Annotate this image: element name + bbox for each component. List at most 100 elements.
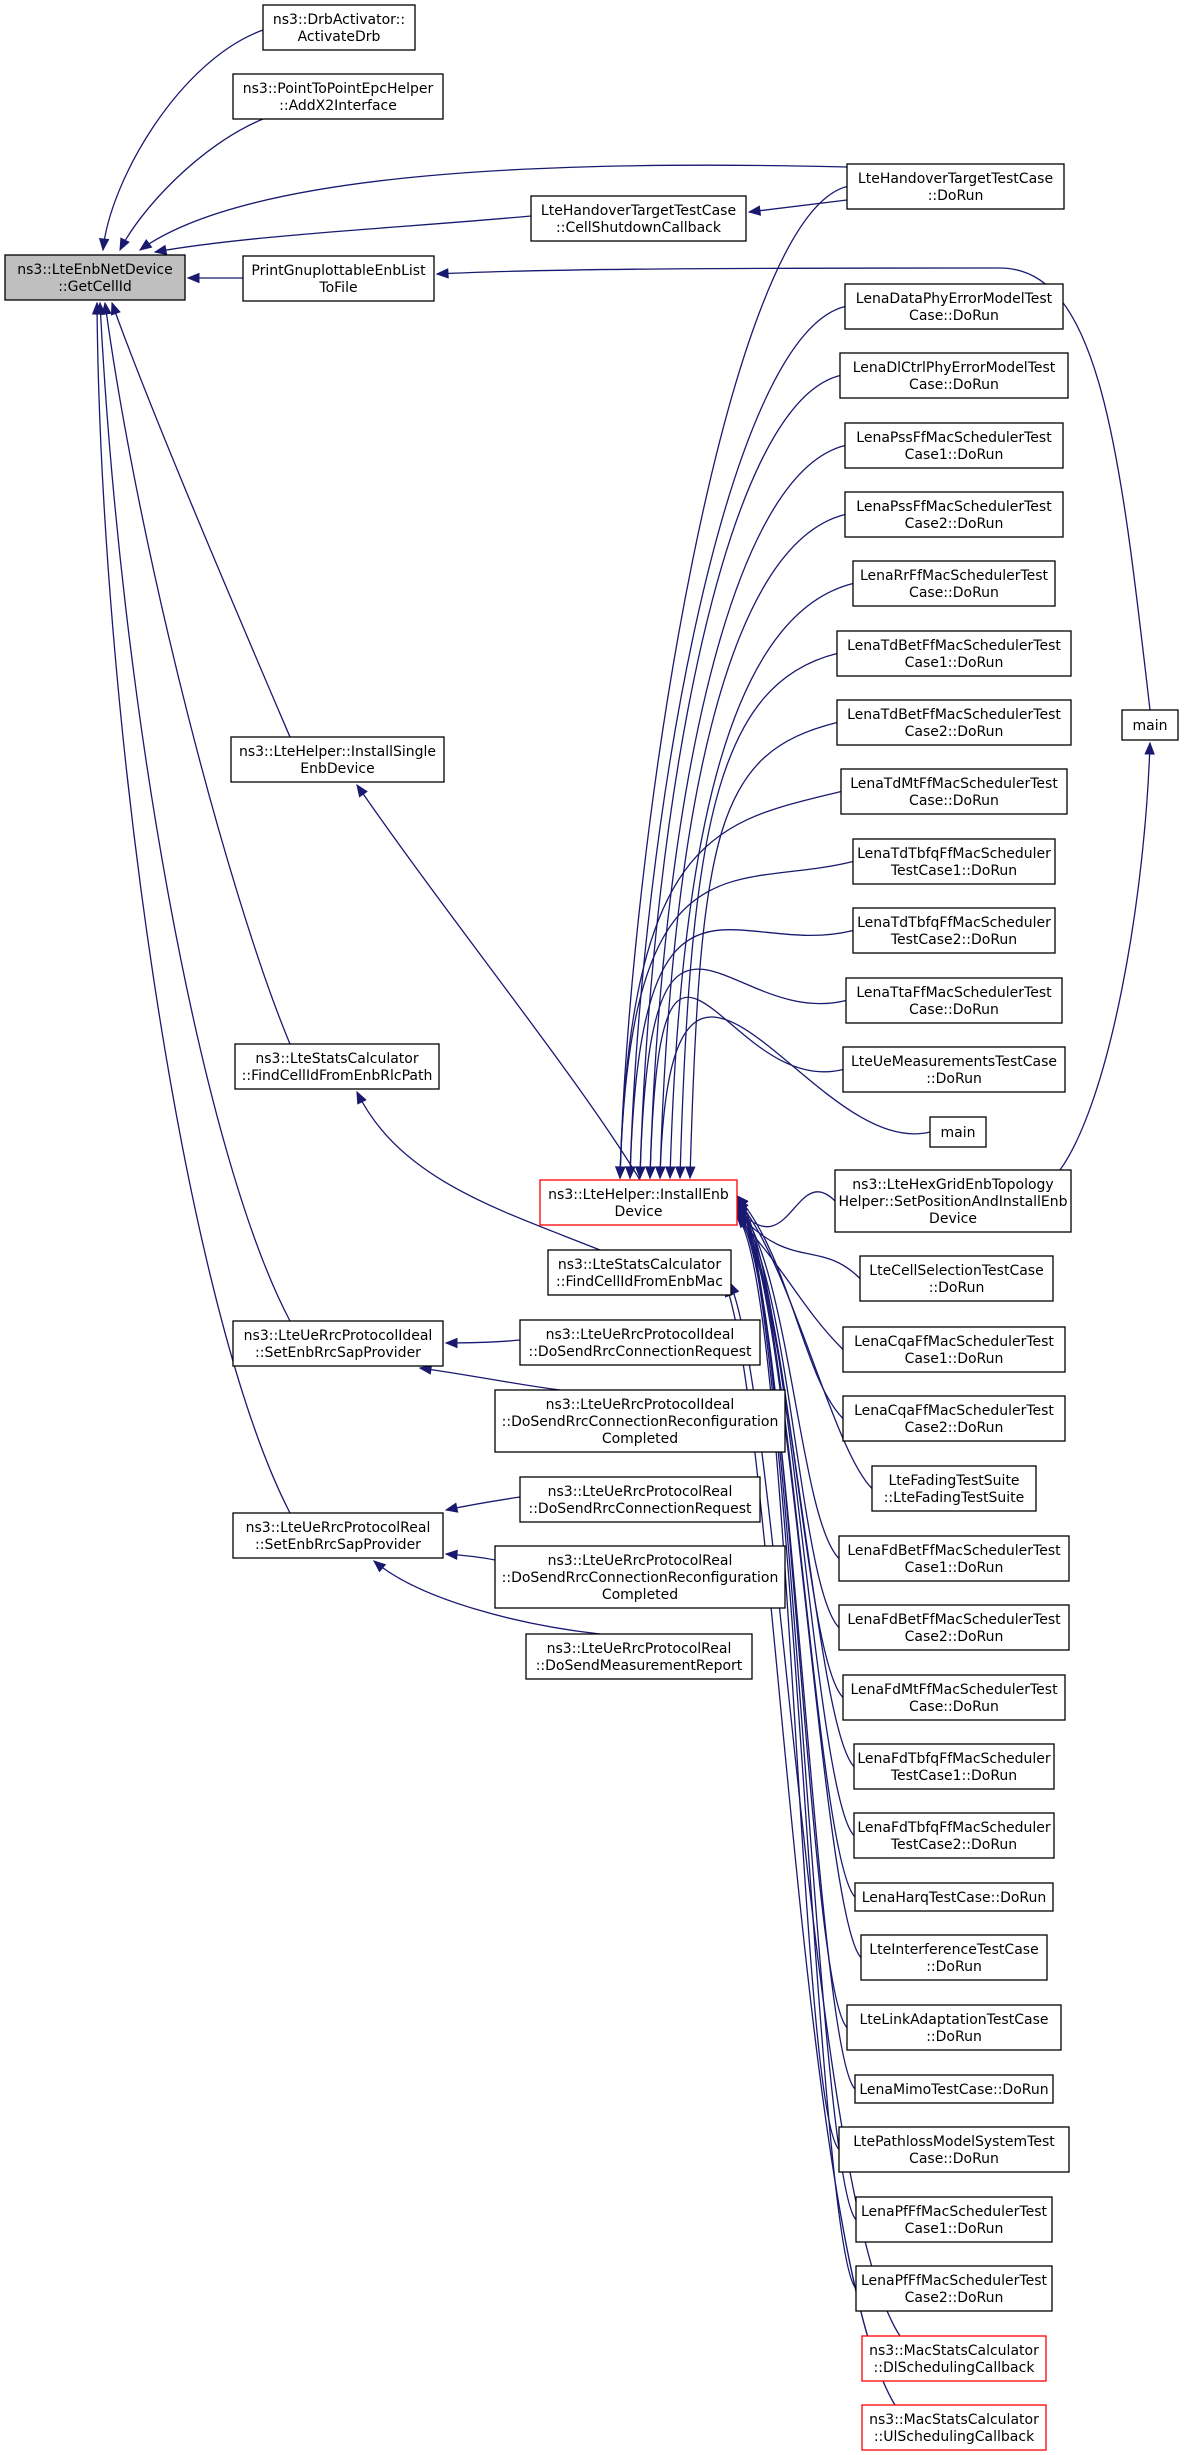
node-label-line: ns3::LteHelper::InstallSingle	[239, 744, 436, 760]
node-mimo[interactable]: LenaMimoTestCase::DoRun	[854, 2074, 1054, 2104]
node-find-rlc-path[interactable]: ns3::LteStatsCalculator::FindCellIdFromE…	[234, 1043, 440, 1090]
node-real-req[interactable]: ns3::LteUeRrcProtocolReal::DoSendRrcConn…	[519, 1476, 761, 1523]
edge-cell-shutdown-to-root-arrowhead	[153, 244, 168, 256]
node-hex-grid[interactable]: ns3::LteHexGridEnbTopologyHelper::SetPos…	[834, 1169, 1072, 1233]
node-link-ad[interactable]: LteLinkAdaptationTestCase::DoRun	[846, 2004, 1062, 2051]
edge-fd-tbfq2-to-install-enb	[736, 1195, 855, 1836]
node-box	[834, 1169, 1072, 1233]
node-box	[871, 1465, 1037, 1512]
edge-ho-do-run-to-root	[139, 164, 848, 251]
node-box	[844, 491, 1064, 538]
edge-td-bet2-to-install-enb	[689, 721, 838, 1179]
edge-td-bet1-to-install-enb-arrowhead	[675, 1166, 686, 1180]
node-cell-shutdown[interactable]: LteHandoverTargetTestCase::CellShutdownC…	[530, 195, 747, 242]
node-box	[852, 560, 1056, 607]
node-real-reconf[interactable]: ns3::LteUeRrcProtocolReal::DoSendRrcConn…	[494, 1545, 786, 1609]
node-label-line: LteLinkAdaptationTestCase	[860, 2012, 1049, 2028]
edge-find-enb-mac-to-find-rlc-path	[356, 1091, 601, 1251]
node-box	[230, 736, 445, 783]
node-box	[854, 2074, 1054, 2104]
edge-data-phy-to-install-enb	[629, 305, 846, 1179]
edge-fd-tbfq1-to-install-enb	[736, 1215, 855, 1767]
edge-ideal-req-to-ideal-sap-arrowhead	[444, 1337, 458, 1349]
node-box	[855, 2265, 1053, 2312]
node-real-sap[interactable]: ns3::LteUeRrcProtocolReal::SetEnbRrcSapP…	[232, 1512, 444, 1559]
node-dl-sched[interactable]: ns3::MacStatsCalculator::DlSchedulingCal…	[861, 2335, 1047, 2382]
edge-ue-meas-to-install-enb-arrowhead	[645, 1166, 656, 1180]
node-ue-meas[interactable]: LteUeMeasurementsTestCase::DoRun	[842, 1046, 1066, 1093]
node-box	[4, 254, 186, 301]
edge-fading-to-install-enb	[736, 1199, 873, 1489]
node-label-line: LenaPfFfMacSchedulerTest	[861, 2273, 1047, 2289]
node-add-x2[interactable]: ns3::PointToPointEpcHelper::AddX2Interfa…	[232, 73, 444, 120]
node-ul-sched[interactable]: ns3::MacStatsCalculator::UlSchedulingCal…	[861, 2404, 1047, 2451]
edge-pf2-to-install-enb	[736, 1199, 857, 2289]
edge-pss1-to-install-enb	[649, 444, 846, 1179]
node-main2[interactable]: main	[929, 1116, 987, 1148]
node-label-line: Case::DoRun	[909, 585, 999, 601]
edge-install-single-to-root-arrowhead	[110, 301, 121, 316]
node-label-line: Case::DoRun	[909, 793, 999, 809]
node-label-line: ns3::DrbActivator::	[273, 12, 405, 28]
node-cell-sel[interactable]: LteCellSelectionTestCase::DoRun	[859, 1255, 1054, 1302]
node-interf[interactable]: LteInterferenceTestCase::DoRun	[860, 1934, 1048, 1981]
edge-td-bet2-to-install-enb-arrowhead	[685, 1166, 696, 1180]
node-ideal-req[interactable]: ns3::LteUeRrcProtocolIdeal::DoSendRrcCon…	[519, 1319, 761, 1366]
node-root[interactable]: ns3::LteEnbNetDevice::GetCellId	[4, 254, 186, 301]
node-ideal-sap[interactable]: ns3::LteUeRrcProtocolIdeal::SetEnbRrcSap…	[232, 1320, 444, 1367]
edge-real-sap-to-root	[96, 302, 291, 1514]
node-label-line: ::DoRun	[926, 1071, 982, 1087]
node-label-line: ::SetEnbRrcSapProvider	[255, 1345, 421, 1361]
node-box	[840, 768, 1068, 815]
node-label-line: ::GetCellId	[58, 279, 132, 295]
node-box	[844, 283, 1064, 330]
node-box	[842, 1674, 1066, 1721]
node-label-line: LenaTtaFfMacSchedulerTest	[856, 985, 1052, 1001]
node-real-meas[interactable]: ns3::LteUeRrcProtocolReal::DoSendMeasure…	[525, 1633, 753, 1680]
edge-cell-sel-to-install-enb	[736, 1211, 861, 1279]
node-main1[interactable]: main	[1121, 709, 1179, 741]
node-label-line: Completed	[602, 1431, 678, 1447]
node-fading[interactable]: LteFadingTestSuite::LteFadingTestSuite	[871, 1465, 1037, 1512]
node-label-line: ns3::LteHexGridEnbTopology	[852, 1177, 1053, 1193]
node-label-line: TestCase2::DoRun	[890, 932, 1017, 948]
node-harq[interactable]: LenaHarqTestCase::DoRun	[854, 1882, 1054, 1912]
node-box	[854, 1882, 1054, 1912]
node-activate-drb[interactable]: ns3::DrbActivator::ActivateDrb	[262, 4, 416, 51]
edge-main1-to-print-gnuplot-arrowhead	[435, 268, 449, 279]
edge-hex-grid-to-install-enb	[736, 1191, 836, 1228]
node-ideal-reconf[interactable]: ns3::LteUeRrcProtocolIdeal::DoSendRrcCon…	[494, 1389, 786, 1453]
edge-tta-to-install-enb	[639, 968, 847, 1179]
node-label-line: ::FindCellIdFromEnbRlcPath	[242, 1068, 433, 1084]
edge-td-tbfq1-to-install-enb	[619, 860, 854, 1179]
node-label-line: LenaDataPhyErrorModelTest	[856, 291, 1053, 307]
node-ho-do-run[interactable]: LteHandoverTargetTestCase::DoRun	[846, 163, 1065, 210]
node-label-line: ns3::LteUeRrcProtocolIdeal	[546, 1397, 735, 1413]
node-label-line: LteInterferenceTestCase	[869, 1942, 1038, 1958]
node-find-enb-mac[interactable]: ns3::LteStatsCalculator::FindCellIdFromE…	[547, 1249, 732, 1296]
